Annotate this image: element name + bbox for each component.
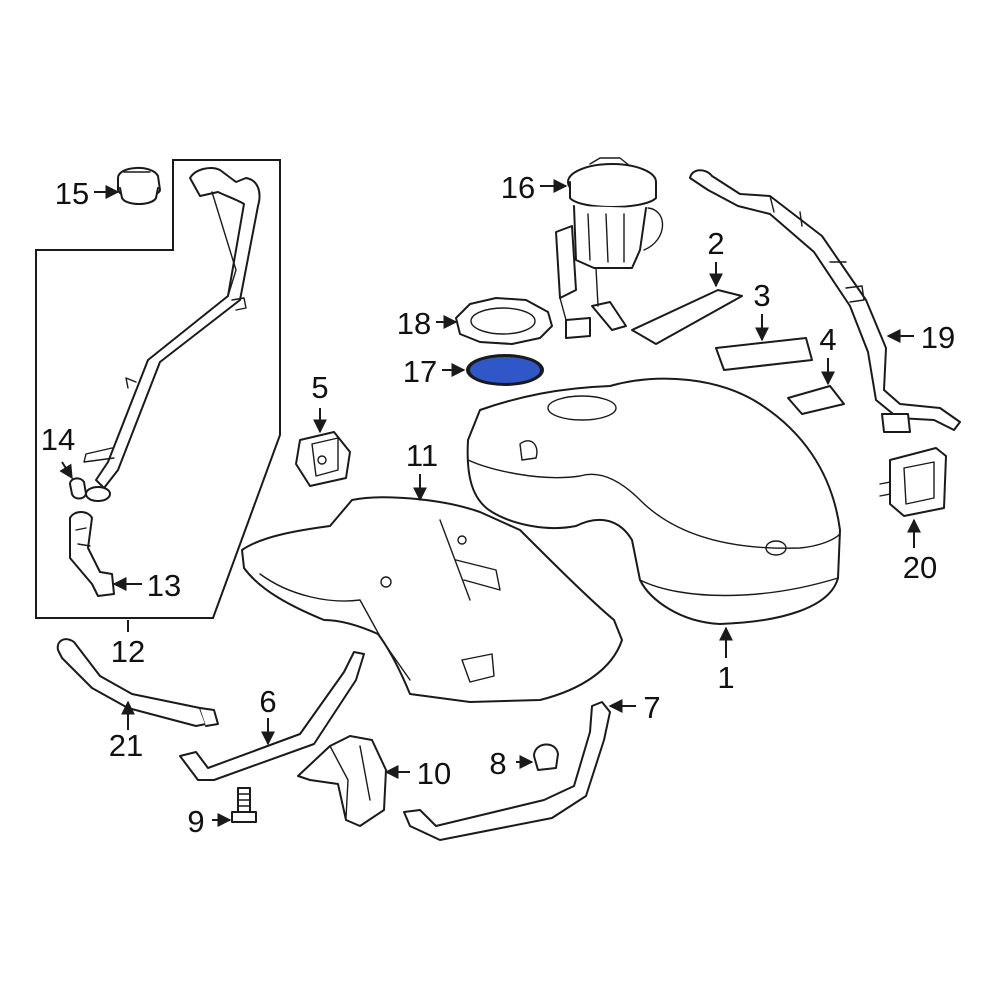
callout-12: 12 [111,634,145,669]
callout-2: 2 [707,226,724,261]
part-15-fuel-cap[interactable] [117,167,161,205]
part-5-bracket[interactable] [295,431,351,487]
callout-14: 14 [41,422,75,457]
part-17-seal[interactable] [466,354,544,386]
callout-4: 4 [819,322,836,357]
callout-15: 15 [55,176,89,211]
callout-18: 18 [397,306,431,341]
part-21-tube[interactable] [56,638,219,727]
callout-16: 16 [501,170,535,205]
part-20-module[interactable] [879,447,947,517]
part-19-harness[interactable] [689,169,961,433]
callout-19: 19 [921,320,955,355]
filler-assembly-group-box [35,159,281,619]
callout-10: 10 [417,756,451,791]
part-14-clamp[interactable] [69,477,111,502]
part-2-pad[interactable] [631,289,743,345]
callout-8: 8 [489,746,506,781]
part-13-hose[interactable] [69,511,115,597]
part-18-lock-ring[interactable] [455,297,553,345]
part-9-bolt[interactable] [231,787,257,823]
part-11-heat-shield[interactable] [241,496,623,703]
callout-5: 5 [311,370,328,405]
callout-1: 1 [717,660,734,695]
callout-21: 21 [109,728,143,763]
callout-6: 6 [259,684,276,719]
callout-11: 11 [406,438,438,473]
part-1-fuel-tank[interactable] [466,377,841,625]
part-8-plug[interactable] [533,743,559,771]
part-10-bracket[interactable] [297,735,387,827]
part-12-filler-pipe[interactable] [83,167,261,489]
callout-17: 17 [403,354,437,389]
callout-9: 9 [187,804,204,839]
part-4-pad[interactable] [787,385,845,415]
part-6-strap[interactable] [179,651,365,781]
callout-13: 13 [147,568,181,603]
part-16-fuel-pump-module[interactable] [555,157,664,339]
callout-7: 7 [643,690,660,725]
part-3-pad[interactable] [715,337,813,371]
leader-14 [59,461,73,480]
callout-3: 3 [753,278,770,313]
part-7-strap[interactable] [403,701,611,841]
callout-20: 20 [903,550,937,585]
